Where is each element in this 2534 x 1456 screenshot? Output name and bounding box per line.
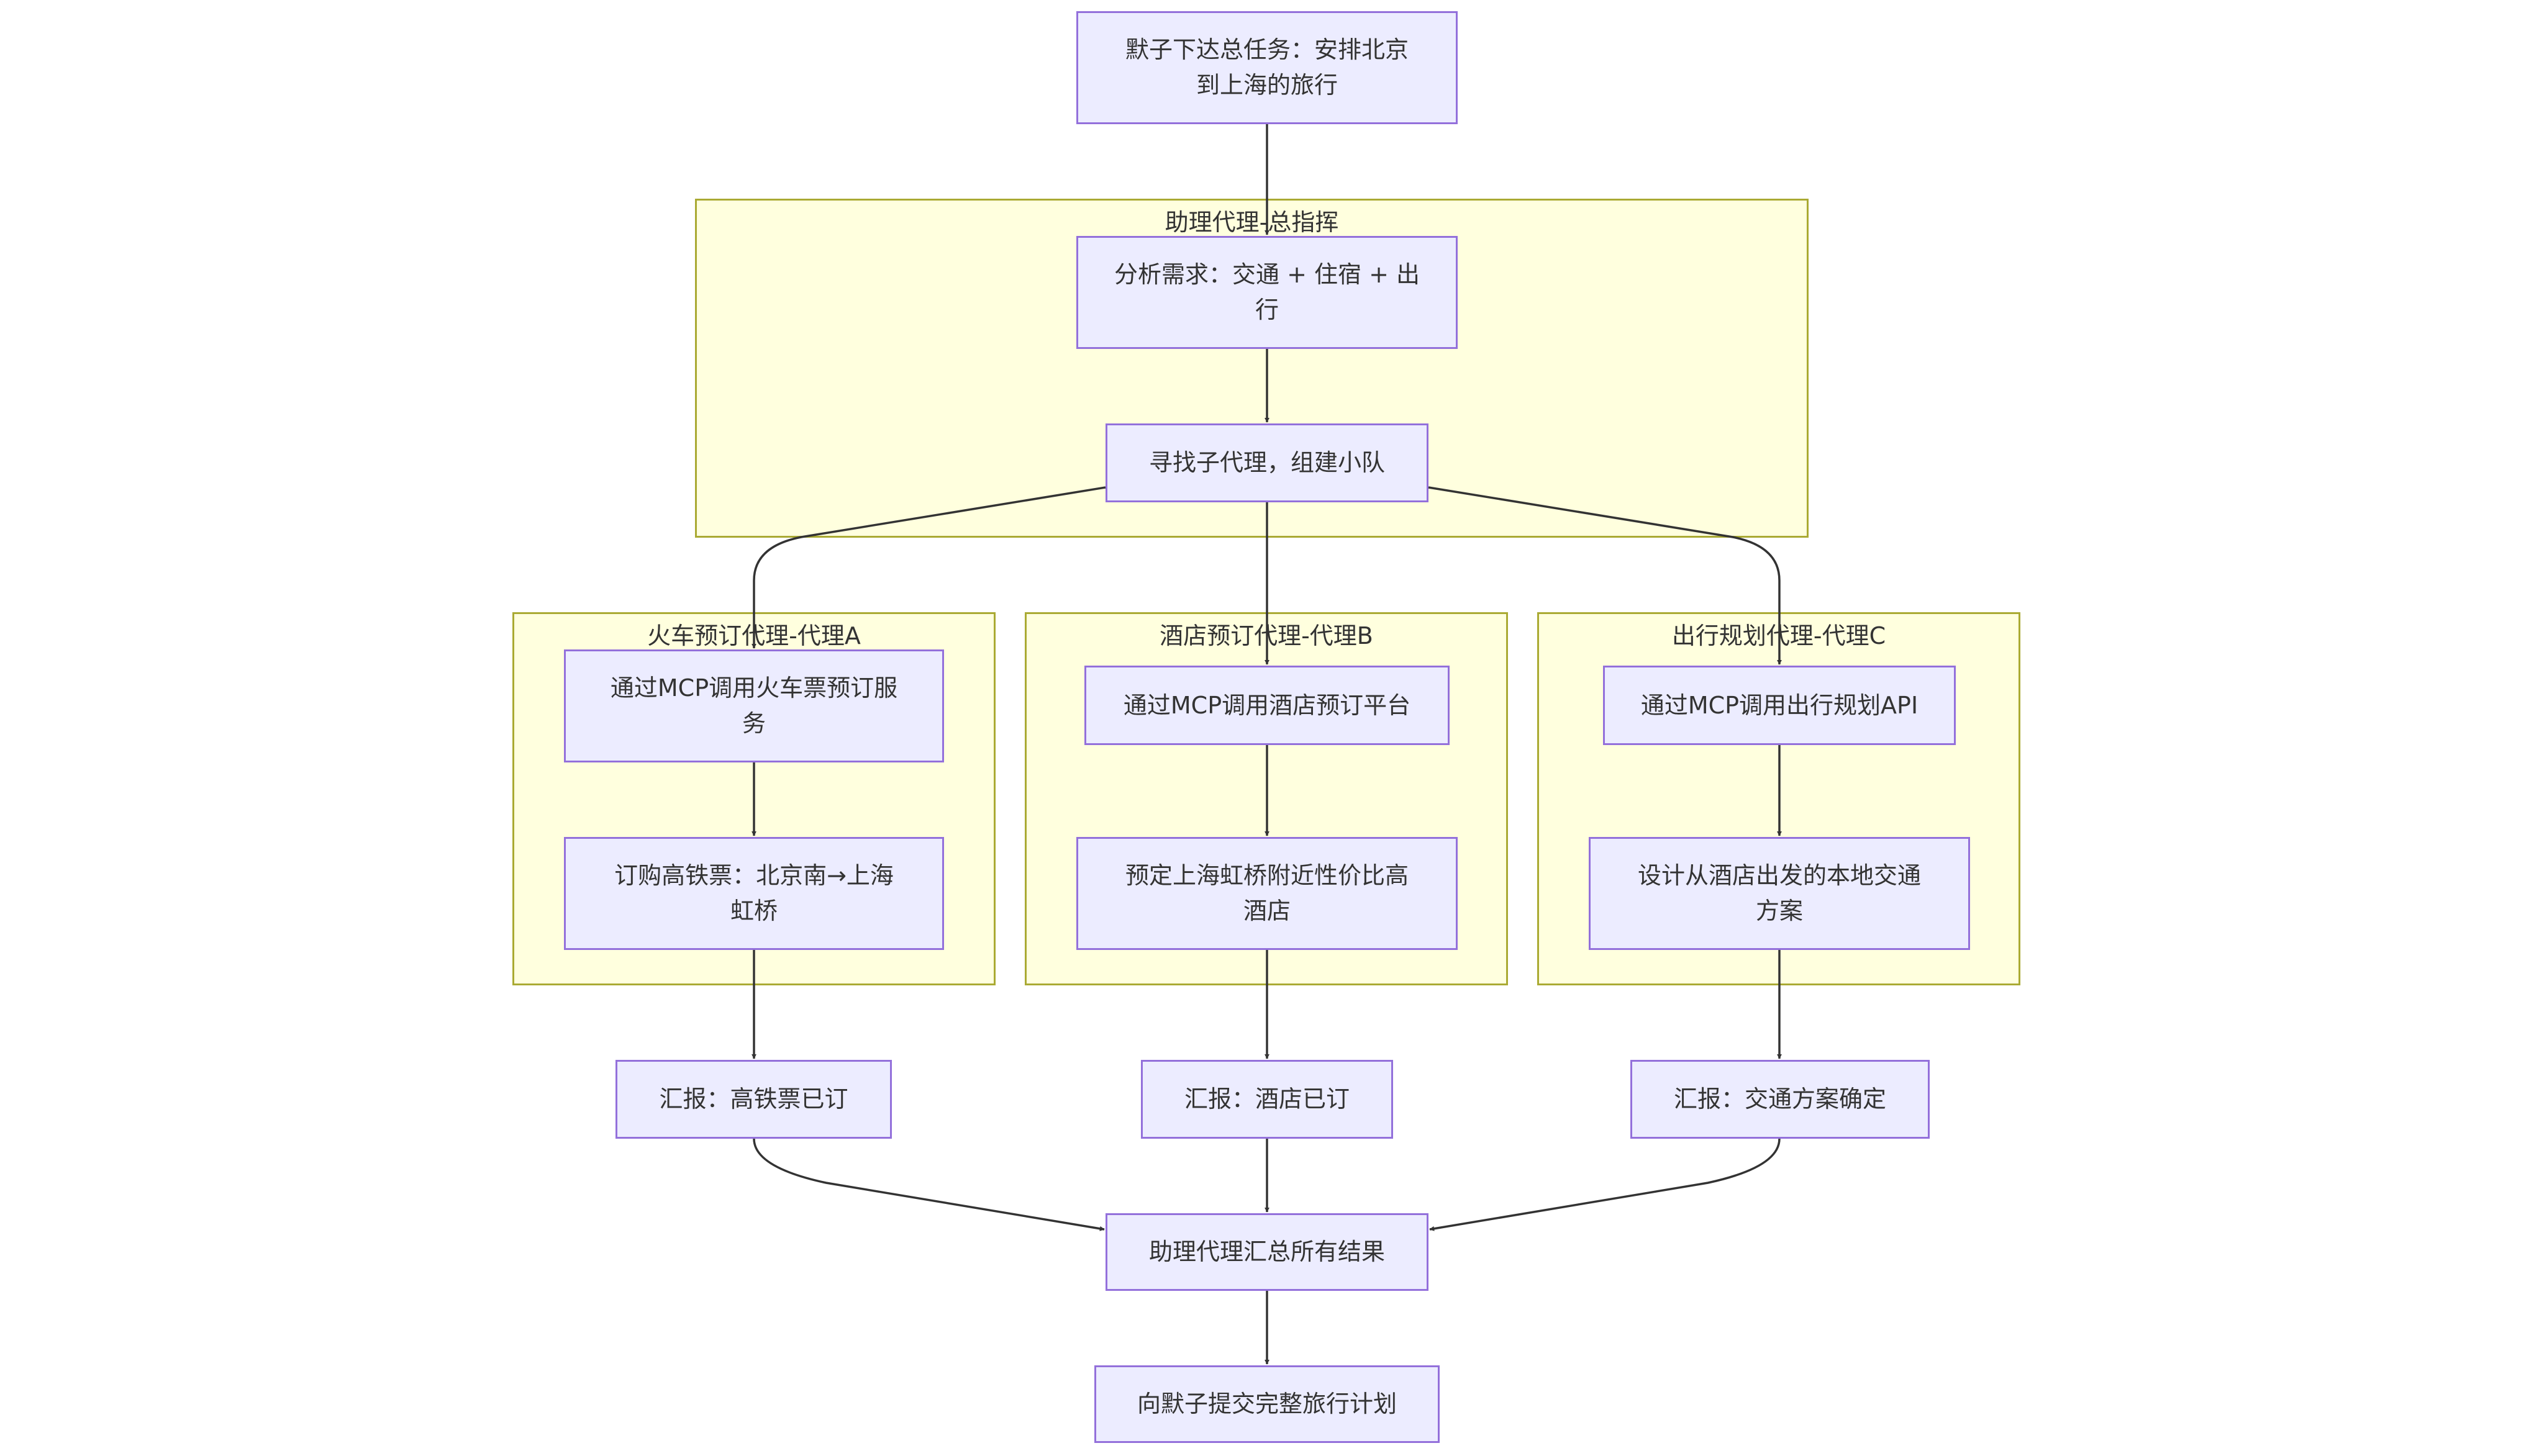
- edge-ra-to-summary: [753, 1138, 1105, 1231]
- node-b1[interactable]: 通过MCP调用酒店预订平台: [1084, 666, 1450, 745]
- node-text: 通过MCP调用出行规划API: [1640, 691, 1919, 719]
- node-text: 汇报：交通方案确定: [1673, 1085, 1886, 1113]
- node-c1[interactable]: 通过MCP调用出行规划API: [1603, 666, 1956, 745]
- node-c2[interactable]: 设计从酒店出发的本地交通方案: [1589, 837, 1970, 950]
- node-a1[interactable]: 通过MCP调用火车票预订服务: [564, 649, 944, 762]
- node-a2[interactable]: 订购高铁票：北京南→上海虹桥: [564, 837, 944, 950]
- node-text: 方案: [1755, 897, 1803, 925]
- node-text: 汇报：酒店已订: [1184, 1085, 1350, 1113]
- node-text: 订购高铁票：北京南→上海: [614, 862, 894, 889]
- node-text: 虹桥: [730, 897, 778, 925]
- node-text: 设计从酒店出发的本地交通: [1637, 862, 1921, 889]
- node-text: 行: [1255, 296, 1279, 323]
- node-report-c[interactable]: 汇报：交通方案确定: [1630, 1060, 1930, 1139]
- node-analyze[interactable]: 分析需求：交通 + 住宿 + 出行: [1076, 236, 1458, 349]
- node-text: 到上海的旅行: [1196, 71, 1338, 99]
- node-text: 通过MCP调用火车票预订服: [610, 674, 898, 702]
- node-report-a[interactable]: 汇报：高铁票已订: [615, 1060, 892, 1139]
- node-final[interactable]: 向默子提交完整旅行计划: [1094, 1365, 1440, 1443]
- node-text: 向默子提交完整旅行计划: [1137, 1390, 1397, 1418]
- node-task[interactable]: 默子下达总任务：安排北京到上海的旅行: [1076, 11, 1458, 124]
- node-text: 通过MCP调用酒店预订平台: [1123, 691, 1411, 719]
- cluster-label: 酒店预订代理-代理B: [1160, 622, 1373, 649]
- cluster-label: 火车预订代理-代理A: [647, 622, 861, 649]
- node-text: 务: [742, 710, 766, 737]
- cluster-label: 助理代理-总指挥: [1165, 209, 1339, 236]
- node-team[interactable]: 寻找子代理，组建小队: [1106, 423, 1428, 502]
- node-report-b[interactable]: 汇报：酒店已订: [1141, 1060, 1393, 1139]
- node-text: 默子下达总任务：安排北京: [1125, 36, 1409, 63]
- node-summary[interactable]: 助理代理汇总所有结果: [1106, 1213, 1428, 1291]
- node-text: 汇报：高铁票已订: [659, 1085, 848, 1113]
- cluster-label: 出行规划代理-代理C: [1671, 622, 1886, 649]
- node-text: 预定上海虹桥附近性价比高: [1125, 862, 1409, 889]
- edge-rc-to-summary: [1429, 1138, 1781, 1231]
- node-text: 助理代理汇总所有结果: [1148, 1238, 1385, 1265]
- node-text: 寻找子代理，组建小队: [1148, 449, 1385, 476]
- node-text: 酒店: [1243, 897, 1291, 925]
- node-text: 分析需求：交通 + 住宿 + 出: [1114, 261, 1420, 288]
- node-b2[interactable]: 预定上海虹桥附近性价比高酒店: [1076, 837, 1458, 950]
